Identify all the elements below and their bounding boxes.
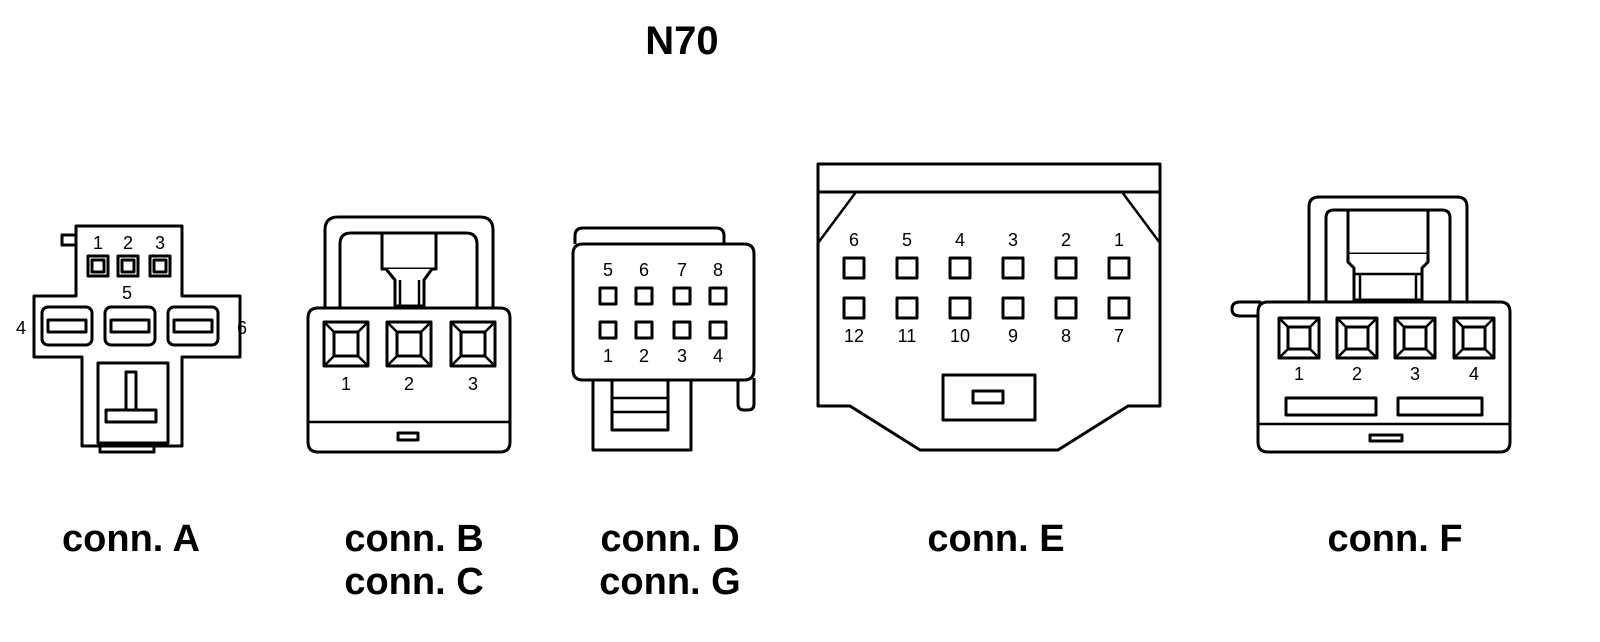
pin-label: 9 bbox=[1008, 326, 1018, 346]
pin-label: 5 bbox=[603, 260, 613, 280]
pin-label: 2 bbox=[639, 346, 649, 366]
pin-label: 2 bbox=[1061, 230, 1071, 250]
pin-label: 10 bbox=[950, 326, 970, 346]
connector-f: 1 2 3 4 bbox=[1230, 195, 1512, 454]
pin-label: 1 bbox=[603, 346, 613, 366]
pin-label: 3 bbox=[1008, 230, 1018, 250]
pin-label: 6 bbox=[237, 318, 247, 338]
pin-label: 6 bbox=[639, 260, 649, 280]
connector-a: 1 2 3 4 5 6 bbox=[16, 224, 247, 454]
pin-label: 1 bbox=[1294, 364, 1304, 384]
pin-label: 4 bbox=[955, 230, 965, 250]
pin-label: 12 bbox=[844, 326, 864, 346]
pin-label: 1 bbox=[93, 233, 103, 253]
pin-label: 4 bbox=[713, 346, 723, 366]
pin-label: 3 bbox=[468, 374, 478, 394]
pin-label: 4 bbox=[1469, 364, 1479, 384]
pin-label: 5 bbox=[122, 283, 132, 303]
connector-label: conn. C bbox=[344, 561, 483, 603]
connector-label: conn. F bbox=[1327, 518, 1462, 560]
page-title: N70 bbox=[645, 19, 718, 63]
pin-label: 3 bbox=[155, 233, 165, 253]
pin-label: 1 bbox=[341, 374, 351, 394]
connector-d-g: 1 2 3 4 5 6 7 8 bbox=[571, 226, 756, 452]
connector-label: conn. E bbox=[927, 518, 1064, 560]
pin-label: 8 bbox=[713, 260, 723, 280]
pin-label: 7 bbox=[677, 260, 687, 280]
pin-label: 3 bbox=[1410, 364, 1420, 384]
pin-label: 3 bbox=[677, 346, 687, 366]
pin-label: 5 bbox=[902, 230, 912, 250]
connector-e: 1 2 3 4 5 6 7 8 9 10 11 12 bbox=[816, 162, 1162, 452]
connector-label: conn. B bbox=[344, 518, 483, 560]
pin-label: 8 bbox=[1061, 326, 1071, 346]
connector-b-c: 1 2 3 bbox=[306, 215, 512, 454]
pin-label: 11 bbox=[898, 326, 917, 346]
pin-label: 1 bbox=[1114, 230, 1124, 250]
pin-label: 2 bbox=[1352, 364, 1362, 384]
pin-label: 2 bbox=[123, 233, 133, 253]
pin-label: 7 bbox=[1114, 326, 1124, 346]
pin-label: 4 bbox=[16, 318, 26, 338]
pin-label: 2 bbox=[404, 374, 414, 394]
connector-label: conn. G bbox=[599, 561, 740, 603]
connector-label: conn. D bbox=[600, 518, 739, 560]
connector-label: conn. A bbox=[62, 518, 200, 560]
pin-label: 6 bbox=[849, 230, 859, 250]
